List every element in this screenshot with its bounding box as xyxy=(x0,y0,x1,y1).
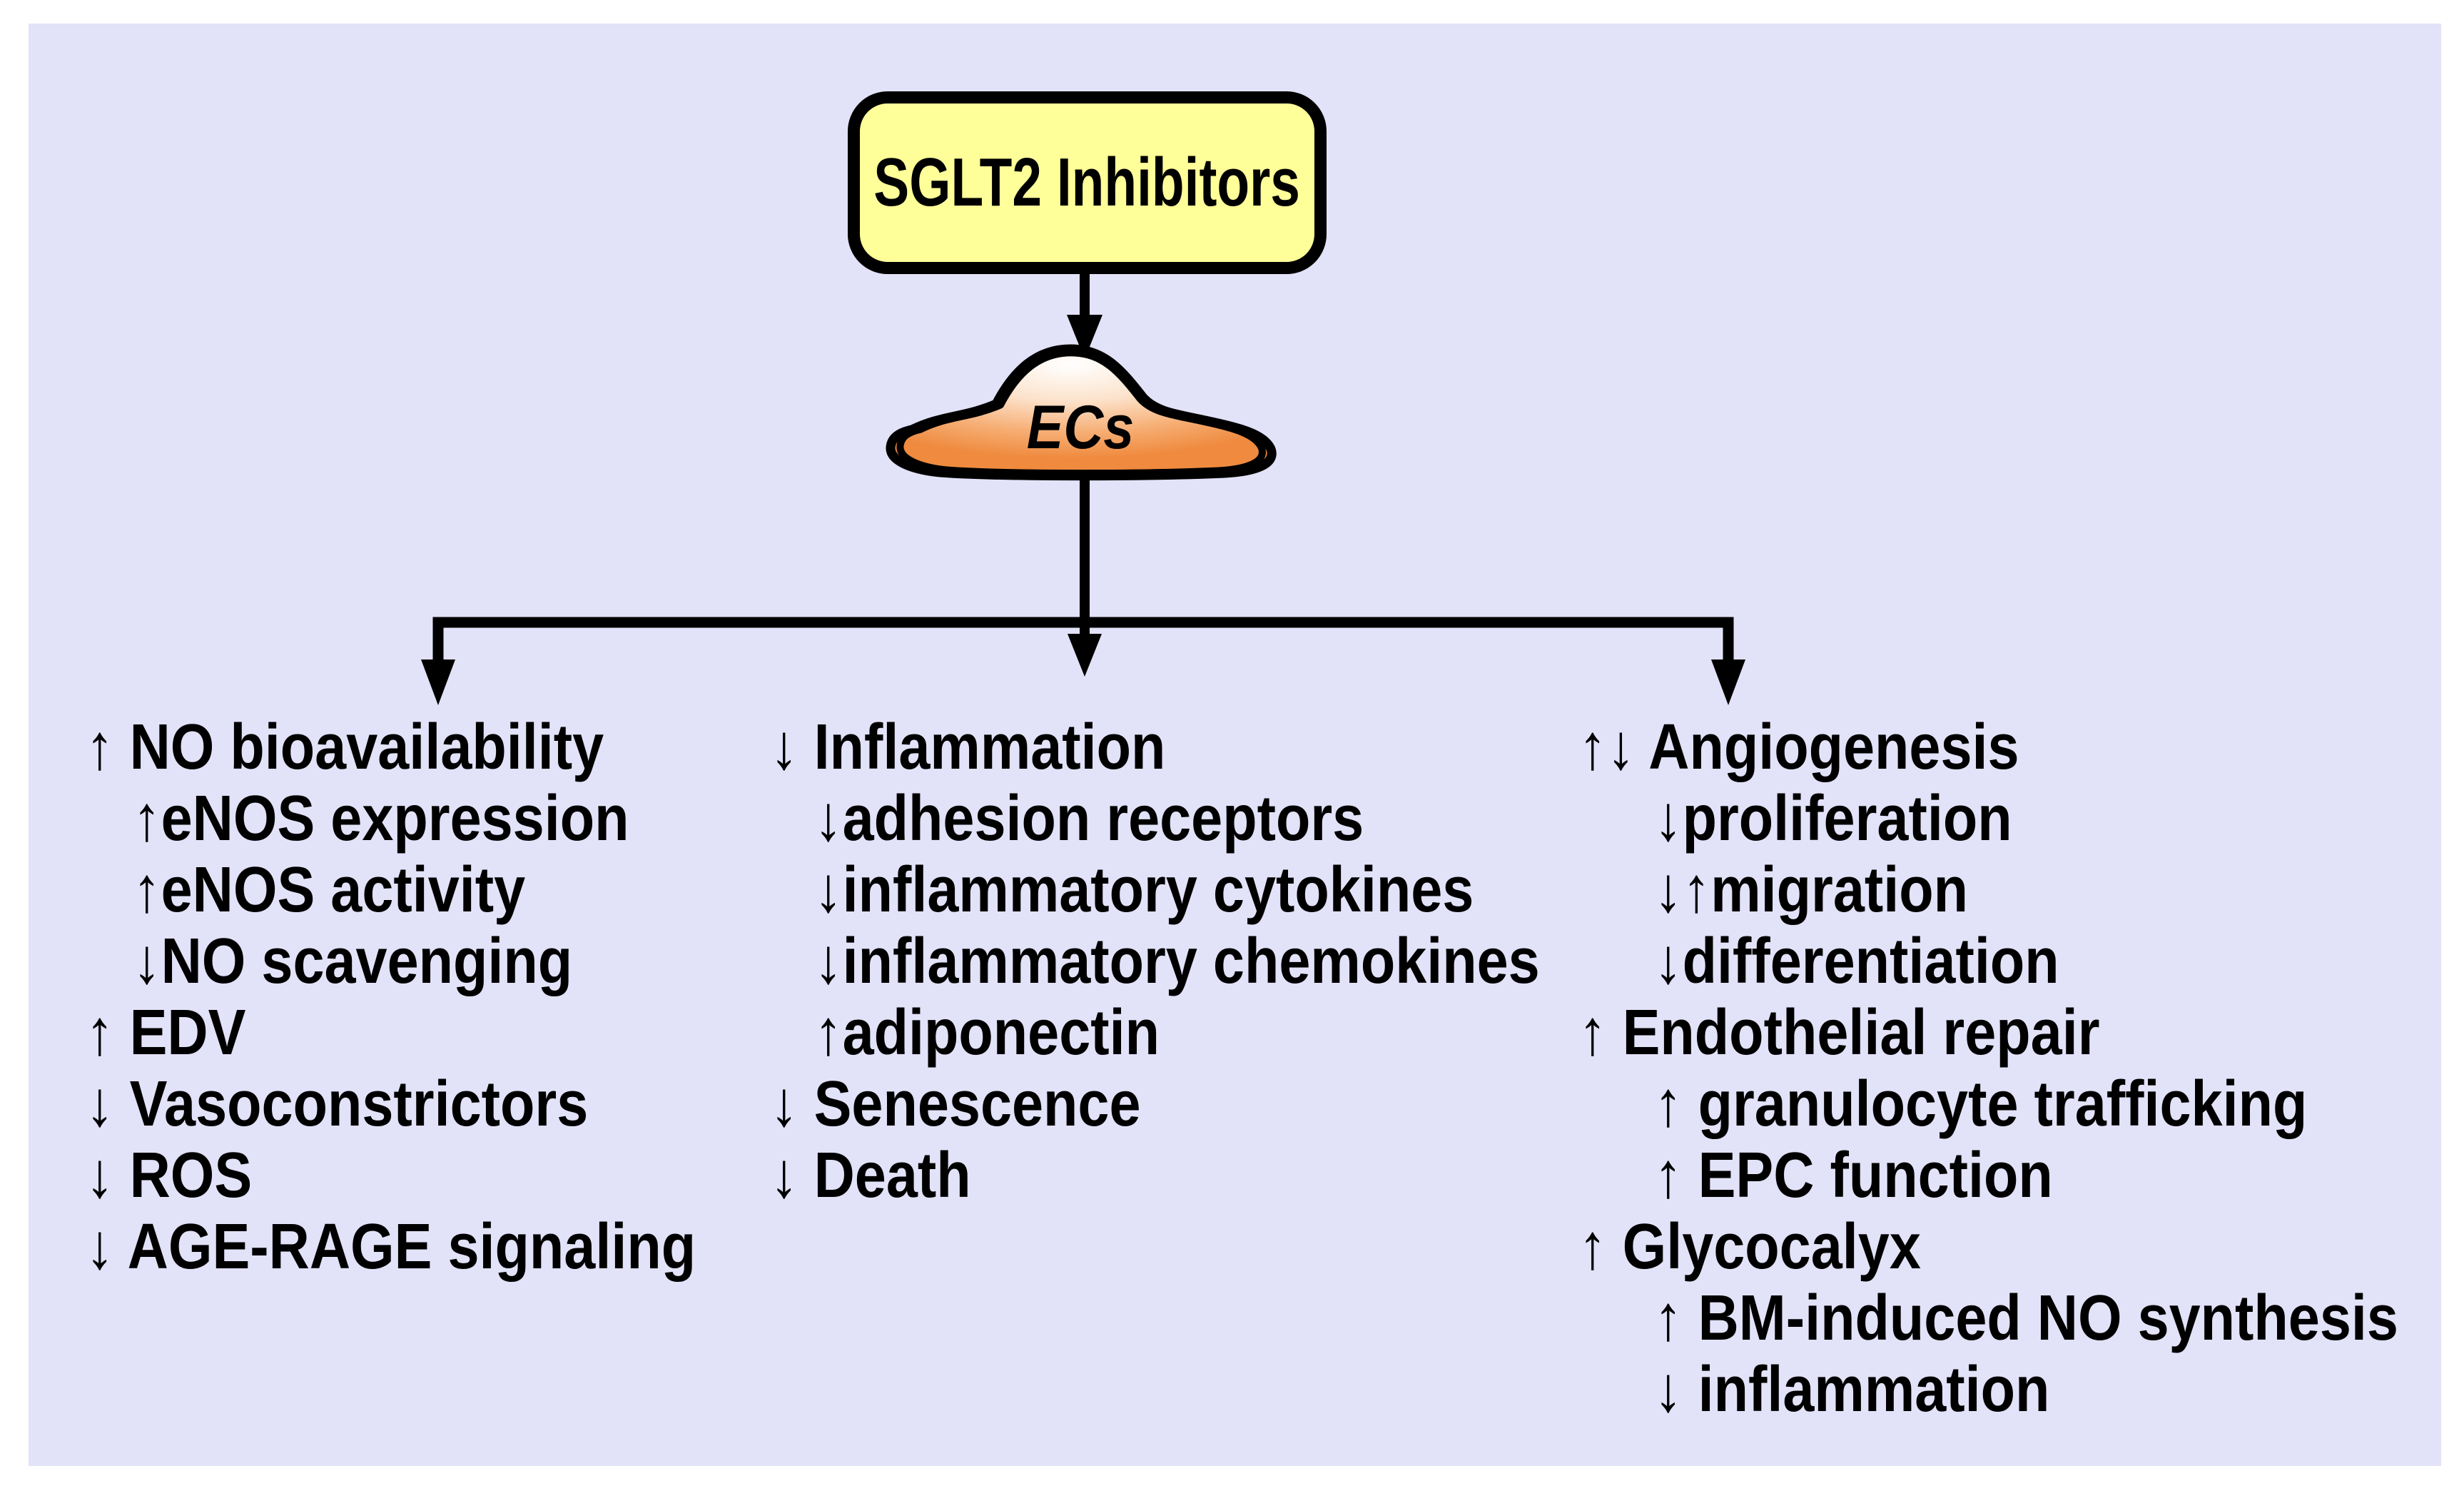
effect-line: ↑ Glycocalyx xyxy=(1578,1211,1921,1283)
effect-line: ↑ NO bioavailability xyxy=(86,712,604,783)
effect-line: ↑ EPC function xyxy=(1654,1140,2053,1211)
effect-line: ↑ BM-induced NO synthesis xyxy=(1654,1283,2398,1354)
effect-line: ↓proliferation xyxy=(1654,783,2012,854)
column-vasomotor-effects: ↑ NO bioavailability↑eNOS expression↑eNO… xyxy=(86,712,779,1283)
effect-line: ↓inflammatory chemokines xyxy=(814,926,1540,997)
effect-line: ↓differentiation xyxy=(1654,926,2059,997)
effect-line: ↓ inflammation xyxy=(1654,1354,2050,1425)
effect-line: ↑ EDV xyxy=(86,997,246,1068)
effect-line: ↑eNOS activity xyxy=(133,854,526,926)
column-angiogenesis-repair-effects: ↑↓ Angiogenesis↓proliferation↓↑migration… xyxy=(1578,712,2464,1425)
effect-line: ↓inflammatory cytokines xyxy=(814,854,1474,926)
effect-line: ↓↑migration xyxy=(1654,854,1969,926)
effect-line: ↓ Senescence xyxy=(770,1068,1141,1140)
effect-line: ↓ AGE-RAGE signaling xyxy=(86,1211,696,1283)
effect-line: ↓ Death xyxy=(770,1140,971,1211)
effect-line: ↑adiponectin xyxy=(814,997,1160,1068)
effect-line: ↓NO scavenging xyxy=(133,926,573,997)
effect-line: ↑eNOS expression xyxy=(133,783,629,854)
effect-line: ↑ Endothelial repair xyxy=(1578,997,2100,1068)
sglt2-box-label: SGLT2 Inhibitors xyxy=(873,144,1301,221)
effect-line: ↓ ROS xyxy=(86,1140,253,1211)
effect-line: ↓adhesion receptors xyxy=(814,783,1364,854)
effect-line: ↑ granulocyte trafficking xyxy=(1654,1068,2308,1140)
column-inflammation-effects: ↓ Inflammation↓adhesion receptors↓inflam… xyxy=(770,712,1638,1211)
effect-line: ↓ Inflammation xyxy=(770,712,1166,783)
effect-line: ↓ Vasoconstrictors xyxy=(86,1068,589,1140)
effect-line: ↑↓ Angiogenesis xyxy=(1578,712,2019,783)
sglt2-inhibitors-box: SGLT2 Inhibitors xyxy=(848,91,1327,274)
